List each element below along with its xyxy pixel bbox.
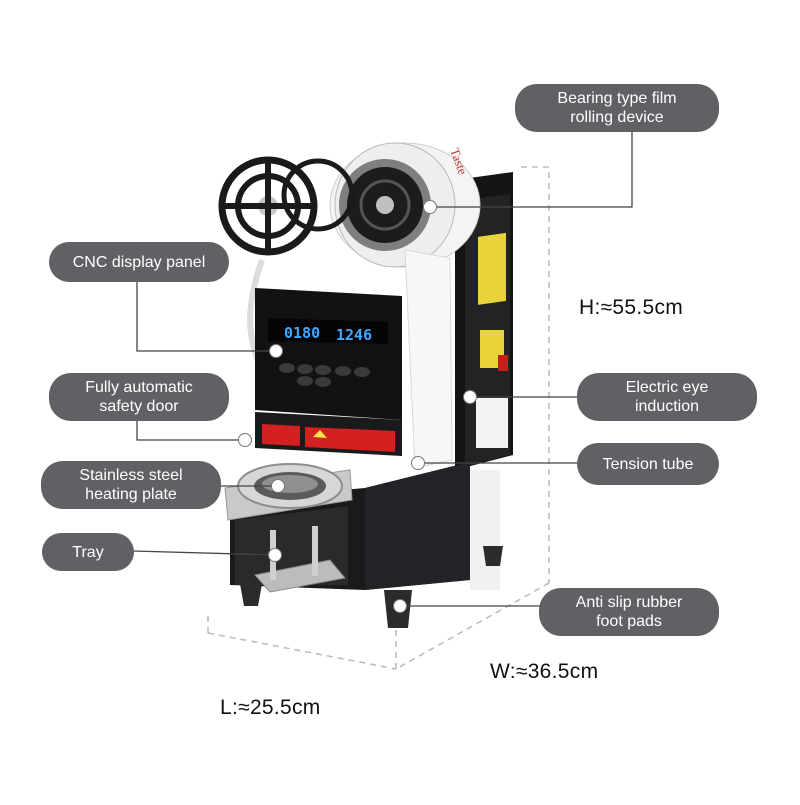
- base-side-sticker: [470, 470, 500, 590]
- power-switch: [498, 355, 508, 371]
- warning-label-left: [262, 424, 300, 446]
- callout-tension-tube-text: Tension tube: [602, 455, 694, 473]
- warning-triangle-icon: [313, 430, 327, 438]
- control-button: [315, 365, 331, 375]
- callout-cnc-text: CNC display panel: [72, 253, 206, 271]
- length-dimension: L:≈25.5cm: [220, 696, 321, 719]
- tray: [235, 506, 348, 593]
- leader-bearing: [430, 131, 633, 208]
- callout-safety-door: Fully automatic safety door: [49, 373, 229, 421]
- display-window: [268, 318, 388, 344]
- height-dimension: H:≈55.5cm: [579, 296, 684, 319]
- dot-electric-eye: [463, 390, 477, 404]
- callout-bearing-text: Bearing type film rolling device: [557, 90, 677, 126]
- callout-safety-door-text: Fully automatic safety door: [85, 379, 193, 415]
- foot: [483, 546, 503, 566]
- spec-sticker: [476, 398, 508, 448]
- base-side: [365, 462, 470, 590]
- caution-label: [478, 232, 506, 305]
- dot-bearing: [423, 200, 437, 214]
- control-button: [297, 376, 313, 386]
- display-digits: 1246: [336, 326, 372, 344]
- machine-body: Taste 0180 1246: [218, 142, 513, 628]
- callout-electric-eye-text: Electric eye induction: [625, 379, 709, 415]
- width-dimension: W:≈36.5cm: [490, 660, 599, 683]
- length-guide: [207, 632, 397, 670]
- control-buttons: [279, 363, 370, 387]
- dot-heating-plate: [271, 479, 285, 493]
- display-readout-right: 1246: [336, 326, 372, 344]
- control-button: [279, 363, 295, 373]
- callout-foot-pads-text: Anti slip rubber foot pads: [575, 594, 683, 630]
- height-guide: [521, 166, 550, 583]
- callout-tray-text: Tray: [72, 543, 104, 561]
- film-strip: [404, 249, 453, 469]
- dot-safety-door: [238, 433, 252, 447]
- leader-tray: [132, 550, 276, 556]
- dot-cnc: [269, 344, 283, 358]
- callout-cnc-display: CNC display panel: [49, 242, 229, 282]
- heating-plate: [224, 463, 353, 521]
- foot: [240, 584, 262, 606]
- take-up-reel: [218, 156, 355, 256]
- width-guide: [395, 582, 550, 670]
- film-roll: Taste: [329, 142, 481, 268]
- callout-foot-pads: Anti slip rubber foot pads: [539, 588, 719, 636]
- callout-tension-tube: Tension tube: [577, 443, 719, 485]
- control-button: [354, 367, 370, 377]
- warning-label-right: [305, 427, 395, 452]
- dot-foot-pads: [393, 599, 407, 613]
- callout-dots: [238, 200, 477, 613]
- callout-bearing-film-rolling: Bearing type film rolling device: [515, 84, 719, 132]
- callout-heating-plate: Stainless steel heating plate: [41, 461, 221, 509]
- leader-cnc: [136, 282, 276, 352]
- display-readout-left: 0180: [284, 324, 320, 342]
- leader-safety-door: [136, 417, 245, 441]
- dot-tray: [268, 548, 282, 562]
- callout-leaders: [132, 131, 633, 607]
- control-button: [297, 364, 313, 374]
- control-button: [315, 377, 331, 387]
- dot-tension-tube: [411, 456, 425, 470]
- callout-electric-eye: Electric eye induction: [577, 373, 757, 421]
- control-button: [335, 366, 351, 376]
- dimension-guides: [207, 166, 550, 670]
- callout-tray: Tray: [42, 533, 134, 571]
- display-digits: 0180: [284, 324, 320, 342]
- callout-heating-plate-text: Stainless steel heating plate: [79, 467, 183, 503]
